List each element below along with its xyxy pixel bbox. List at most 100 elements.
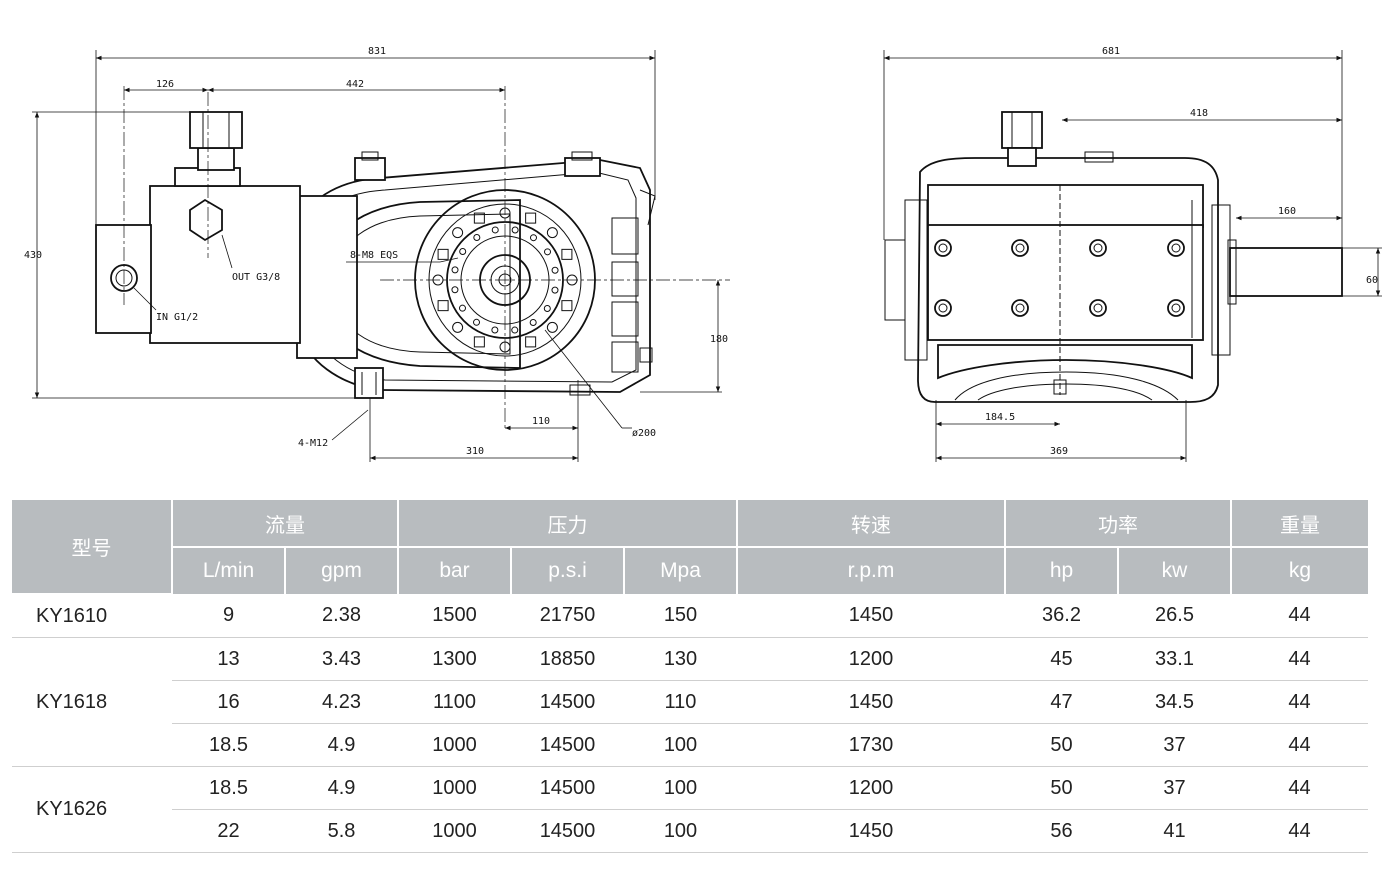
side-callouts: OUT G3/8 IN G1/2 8-M8 EQS 4-M12 xyxy=(133,234,459,449)
front-view: 681 418 160 60 184.5 369 xyxy=(883,46,1382,462)
unit-gpm: gpm xyxy=(285,547,399,594)
bolt-hole xyxy=(525,336,537,348)
plate-hole xyxy=(1171,303,1181,313)
cell-rpm: 1200 xyxy=(737,637,1005,681)
callout-mount: 4-M12 xyxy=(298,438,328,449)
cell-model: KY1610 xyxy=(12,594,172,638)
table-row: 22 5.8 1000 14500 100 1450 56 41 44 xyxy=(12,809,1368,853)
plate-hole xyxy=(1093,243,1103,253)
front-dimensions: 681 418 160 60 184.5 369 xyxy=(883,46,1382,462)
bolt-hole xyxy=(458,304,466,312)
plate-holes xyxy=(934,239,1185,317)
dim-dia200: ø200 xyxy=(632,428,656,439)
table-row: KY1626 18.5 4.9 1000 14500 100 1200 50 3… xyxy=(12,766,1368,853)
plate-hole xyxy=(934,299,952,317)
cell-mpa: 150 xyxy=(624,594,737,638)
dim-126: 126 xyxy=(156,79,174,90)
cell-mpa: 110 xyxy=(624,680,737,724)
plate-hole xyxy=(1011,299,1029,317)
cell-mpa: 100 xyxy=(624,766,737,810)
plate-hole xyxy=(1015,303,1025,313)
dim-60: 60 xyxy=(1366,275,1378,286)
cell-kg: 44 xyxy=(1231,766,1368,810)
unit-mpa: Mpa xyxy=(624,547,738,594)
dim-369: 369 xyxy=(1050,446,1068,457)
dim-184-5: 184.5 xyxy=(985,412,1015,423)
cell-hp: 36.2 xyxy=(1005,594,1118,638)
dim-180: 180 xyxy=(710,334,728,345)
bolt-hole xyxy=(529,234,537,242)
cell-mpa: 130 xyxy=(624,637,737,681)
bolt-hole xyxy=(437,248,449,260)
cell-gpm: 4.9 xyxy=(285,766,398,810)
header-model: 型号 xyxy=(12,500,173,595)
plate-hole xyxy=(1167,299,1185,317)
cell-hp: 50 xyxy=(1005,766,1118,810)
plate-hole xyxy=(938,243,948,253)
cell-mpa: 100 xyxy=(624,723,737,767)
cell-kg: 44 xyxy=(1231,637,1368,681)
bolt-hole xyxy=(511,326,519,334)
bolt-hole xyxy=(561,248,573,260)
cell-kg: 44 xyxy=(1231,809,1368,853)
cell-rpm: 1450 xyxy=(737,680,1005,724)
unit-lmin: L/min xyxy=(172,547,286,594)
table-row: KY1610 9 2.38 1500 21750 150 1450 36.2 2… xyxy=(12,594,1368,638)
bolt-hole xyxy=(546,321,558,333)
cell-hp: 50 xyxy=(1005,723,1118,767)
cell-lmin: 9 xyxy=(172,594,285,638)
table-row: 16 4.23 1100 14500 110 1450 47 34.5 44 xyxy=(12,680,1368,724)
unit-rpm: r.p.m xyxy=(737,547,1006,594)
cell-gpm: 3.43 xyxy=(285,637,398,681)
cell-kw: 37 xyxy=(1118,766,1231,810)
bolt-hole xyxy=(511,226,519,234)
cell-lmin: 18.5 xyxy=(172,723,285,767)
unit-kg: kg xyxy=(1231,547,1368,594)
cell-psi: 18850 xyxy=(511,637,624,681)
cell-bar: 1100 xyxy=(398,680,511,724)
dim-430: 430 xyxy=(24,250,42,261)
unit-bar: bar xyxy=(398,547,512,594)
cell-model: KY1626 xyxy=(12,766,172,853)
side-dimensions: 831 126 442 430 180 110 310 ø200 xyxy=(24,46,728,462)
table-row: KY1618 13 3.43 1300 18850 130 1200 45 33… xyxy=(12,637,1368,767)
bolt-hole xyxy=(451,266,459,274)
cell-lmin: 22 xyxy=(172,809,285,853)
plate-hole xyxy=(1093,303,1103,313)
dim-110: 110 xyxy=(532,416,550,427)
side-view: 831 126 442 430 180 110 310 ø200 xyxy=(24,46,730,462)
cell-hp: 45 xyxy=(1005,637,1118,681)
plate-hole xyxy=(1171,243,1181,253)
cell-psi: 14500 xyxy=(511,723,624,767)
plate-hole xyxy=(1167,239,1185,257)
dim-160: 160 xyxy=(1278,206,1296,217)
cell-hp: 56 xyxy=(1005,809,1118,853)
bolt-hole xyxy=(473,336,485,348)
cell-gpm: 4.9 xyxy=(285,723,398,767)
callout-outlet: OUT G3/8 xyxy=(232,272,280,283)
cell-mpa: 100 xyxy=(624,809,737,853)
bolt-hole xyxy=(437,300,449,312)
cell-kw: 41 xyxy=(1118,809,1231,853)
bolt-hole xyxy=(551,286,559,294)
plate-hole xyxy=(934,239,952,257)
header-speed: 转速 xyxy=(737,500,1006,548)
unit-kw: kw xyxy=(1118,547,1232,594)
bolt-hole xyxy=(544,248,552,256)
cell-gpm: 4.23 xyxy=(285,680,398,724)
cell-kg: 44 xyxy=(1231,723,1368,767)
cell-kg: 44 xyxy=(1231,680,1368,724)
bolt-hole xyxy=(491,326,499,334)
cell-lmin: 18.5 xyxy=(172,766,285,810)
pump-technical-drawing: 831 126 442 430 180 110 310 ø200 xyxy=(24,46,1382,462)
dim-310: 310 xyxy=(466,446,484,457)
callout-inlet: IN G1/2 xyxy=(156,312,198,323)
bolt-hole xyxy=(452,321,464,333)
bolt-hole xyxy=(543,304,551,312)
cell-bar: 1000 xyxy=(398,723,511,767)
header-group-row: 型号 流量 压力 转速 功率 重量 xyxy=(12,500,1368,595)
bolt-hole xyxy=(525,212,537,224)
dim-681: 681 xyxy=(1102,46,1120,57)
dim-831: 831 xyxy=(368,46,386,57)
header-flow: 流量 xyxy=(172,500,399,548)
